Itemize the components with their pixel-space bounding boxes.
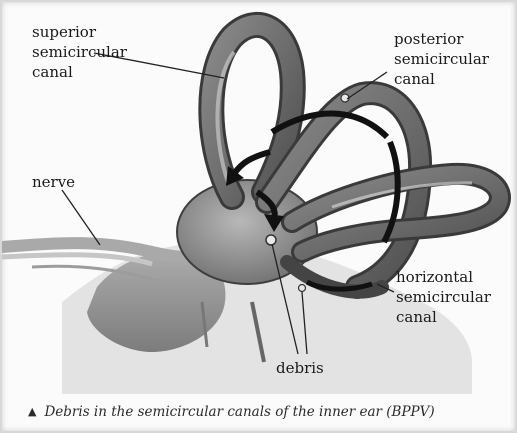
- caption-text: Debris in the semicircular canals of the…: [44, 404, 434, 420]
- debris-speck: [299, 285, 306, 292]
- horizontal-canal-label: horizontal semicircular canal: [396, 267, 491, 327]
- debris-speck: [266, 235, 276, 245]
- leader-nerve: [62, 190, 100, 245]
- posterior-canal-label: posterior semicircular canal: [394, 29, 489, 89]
- caption-triangle-icon: ▲: [28, 405, 36, 418]
- debris-label: debris: [276, 358, 324, 378]
- nerve-label: nerve: [32, 172, 75, 192]
- superior-canal-label: superior semicircular canal: [32, 22, 127, 82]
- figure-caption: ▲ Debris in the semicircular canals of th…: [28, 404, 513, 420]
